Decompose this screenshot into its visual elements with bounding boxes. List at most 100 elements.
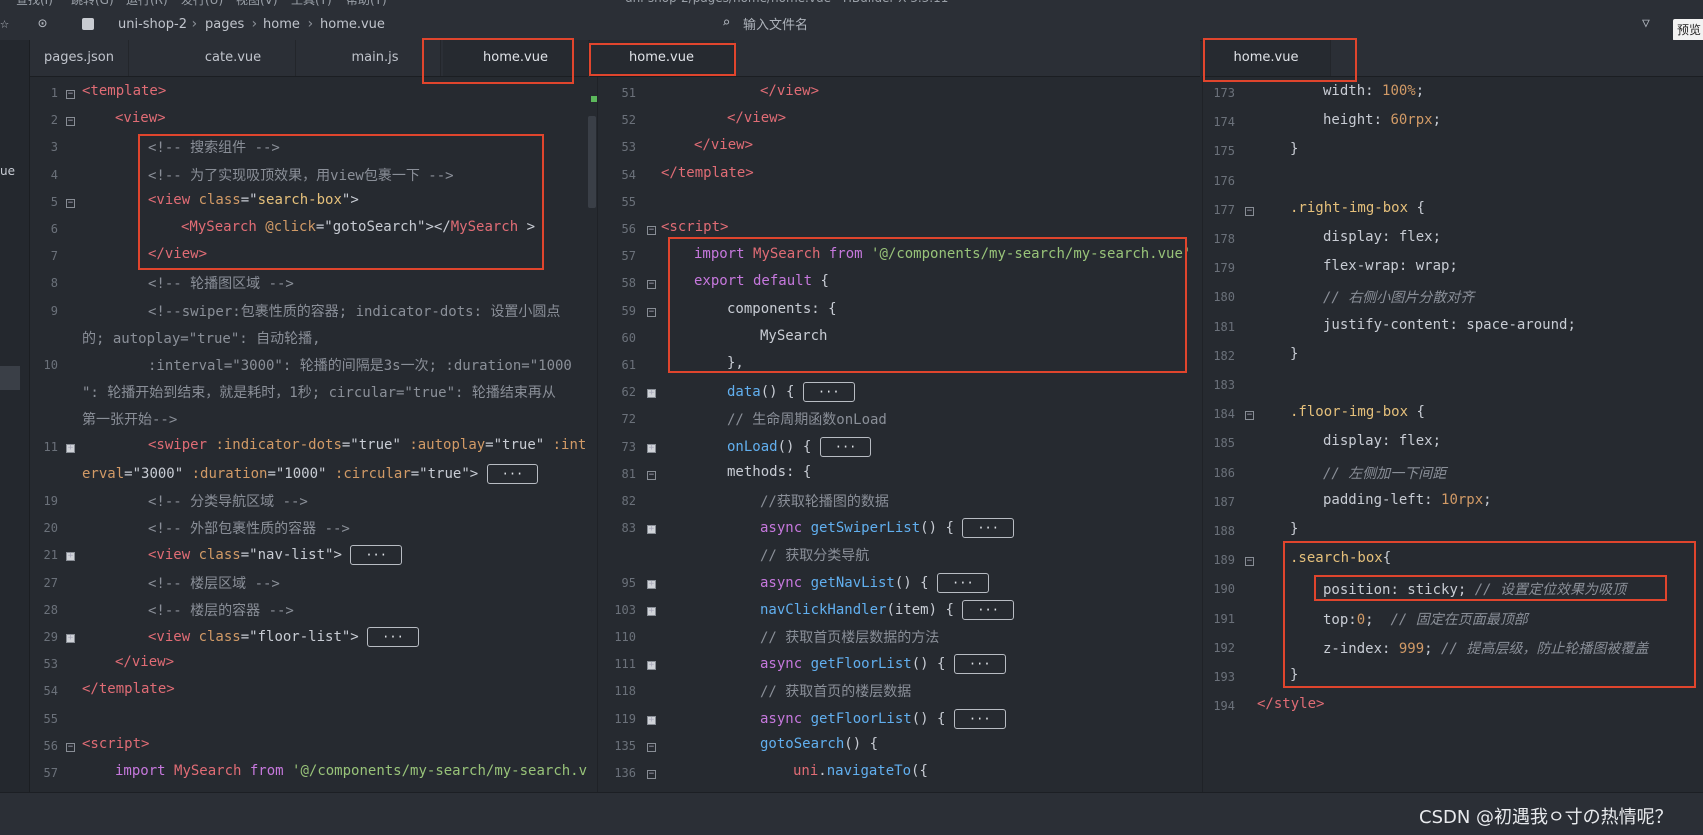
expand-icon[interactable]: +	[66, 633, 75, 643]
folded-code-button[interactable]: ···	[962, 599, 1014, 620]
code-line[interactable]: async getFloorList() { ···	[760, 654, 1006, 675]
code-line[interactable]: MySearch	[760, 328, 827, 344]
code-line[interactable]: async getNavList() { ···	[760, 572, 989, 593]
preview-button[interactable]: 预览	[1673, 19, 1703, 41]
code-line[interactable]: <template>	[82, 83, 166, 99]
folded-code-button[interactable]: ···	[367, 627, 419, 647]
file-name-input[interactable]: 输入文件名	[743, 18, 809, 33]
code-line[interactable]: </view>	[727, 110, 786, 126]
scrollbar-left[interactable]	[588, 116, 596, 208]
code-line[interactable]: // 获取首页楼层数据的方法	[760, 627, 939, 647]
collapse-icon[interactable]: −	[1245, 556, 1254, 567]
code-line[interactable]: padding-left: 10rpx;	[1323, 492, 1492, 508]
collapse-icon[interactable]: −	[647, 225, 656, 235]
collapse-icon[interactable]: −	[1245, 410, 1254, 421]
code-line[interactable]: //获取轮播图的数据	[760, 491, 889, 511]
folded-code-button[interactable]: ···	[802, 382, 855, 403]
code-line[interactable]: async getSwiperList() { ···	[760, 518, 1014, 539]
code-line[interactable]: <!--swiper:包裹性质的容器; indicator-dots: 设置小圆…	[148, 301, 560, 321]
menu-item[interactable]: 查找(I)	[16, 0, 53, 6]
code-line[interactable]: uni.navigateTo({	[793, 763, 928, 779]
folded-code-button[interactable]: ···	[953, 654, 1006, 675]
code-line[interactable]: </view>	[148, 246, 207, 262]
collapse-icon[interactable]: −	[647, 769, 656, 779]
code-line[interactable]: </style>	[1257, 696, 1324, 712]
code-line[interactable]: <script>	[661, 219, 728, 235]
code-line[interactable]: height: 60rpx;	[1323, 112, 1441, 128]
menu-item[interactable]: 发行(U)	[181, 0, 223, 6]
star-icon[interactable]: ☆	[0, 14, 10, 32]
code-line[interactable]: top:0; // 固定在页面最顶部	[1323, 609, 1528, 629]
code-line[interactable]: onLoad() { ···	[727, 436, 872, 457]
code-line[interactable]: 第一张开始-->	[82, 409, 177, 429]
tab-main-js[interactable]: main.js	[310, 40, 441, 76]
code-line[interactable]: // 生命周期函数onLoad	[727, 409, 887, 429]
code-line[interactable]: <!-- 外部包裹性质的容器 -->	[148, 518, 350, 538]
explorer-selected-row[interactable]	[0, 366, 20, 390]
editor-pane-left[interactable]: 1−<template>2−<view>3<!-- 搜索组件 -->4<!-- …	[30, 77, 588, 792]
code-line[interactable]: data() { ···	[727, 382, 855, 403]
code-line[interactable]: position: sticky; // 设置定位效果为吸顶	[1323, 579, 1626, 599]
code-line[interactable]: <!-- 楼层区域 -->	[148, 573, 280, 593]
code-line[interactable]: <script>	[82, 736, 149, 752]
code-line[interactable]: .right-img-box {	[1290, 200, 1425, 216]
code-line[interactable]: </view>	[115, 654, 174, 670]
collapse-icon[interactable]: −	[647, 279, 656, 290]
breadcrumb-project[interactable]: uni-shop-2	[118, 17, 187, 32]
collapse-icon[interactable]: −	[66, 197, 75, 208]
code-line[interactable]: </template>	[661, 165, 754, 181]
code-line[interactable]: ": 轮播开始到结束，就是耗时，1秒; circular="true": 轮播结…	[82, 382, 556, 402]
code-line[interactable]: methods: {	[727, 464, 811, 480]
code-line[interactable]: navClickHandler(item) { ···	[760, 599, 1014, 620]
tab-home-vue-right[interactable]: home.vue	[1202, 40, 1331, 76]
run-icon[interactable]: ⊙	[38, 14, 48, 32]
collapse-icon[interactable]: −	[66, 116, 75, 127]
menu-item[interactable]: 视图(V)	[236, 0, 278, 6]
code-line[interactable]: </view>	[694, 137, 753, 153]
code-line[interactable]: <swiper :indicator-dots="true" :autoplay…	[148, 437, 586, 453]
collapse-icon[interactable]: −	[66, 89, 75, 99]
expand-icon[interactable]: +	[647, 714, 656, 725]
code-line[interactable]: <!-- 搜索组件 -->	[148, 137, 280, 157]
breadcrumb-subfolder[interactable]: home	[263, 17, 300, 32]
expand-icon[interactable]: +	[66, 442, 75, 453]
expand-icon[interactable]: +	[647, 388, 656, 399]
tab-home-vue[interactable]: home.vue	[443, 40, 589, 76]
filter-icon[interactable]: ▽	[1642, 16, 1650, 31]
code-line[interactable]: }	[1290, 346, 1298, 362]
code-line[interactable]: .search-box{	[1290, 550, 1391, 566]
code-line[interactable]: // 左侧加一下间距	[1323, 463, 1446, 483]
expand-icon[interactable]: +	[647, 605, 656, 616]
menu-item[interactable]: 跳转(G)	[71, 0, 114, 6]
code-line[interactable]: // 右侧小图片分散对齐	[1323, 287, 1474, 307]
tab-pages-json[interactable]: pages.json	[30, 40, 129, 76]
code-line[interactable]: components: {	[727, 301, 837, 317]
code-line[interactable]: }	[1290, 521, 1298, 537]
code-line[interactable]: import MySearch from '@/components/my-se…	[115, 763, 587, 779]
folded-code-button[interactable]: ···	[486, 463, 539, 484]
menu-item[interactable]: 帮助(Y)	[346, 0, 387, 6]
code-line[interactable]: // 获取首页的楼层数据	[760, 681, 911, 701]
code-line[interactable]: <!-- 轮播图区域 -->	[148, 273, 294, 293]
folded-code-button[interactable]: ···	[350, 545, 402, 566]
code-line[interactable]: z-index: 999; // 提高层级，防止轮播图被覆盖	[1323, 638, 1648, 658]
code-line[interactable]: <view class="search-box">	[148, 192, 359, 208]
explorer-item-label[interactable]: ue	[0, 164, 15, 178]
code-line[interactable]: },	[727, 355, 744, 371]
code-line[interactable]: justify-content: space-around;	[1323, 317, 1576, 333]
code-line[interactable]: }	[1290, 141, 1298, 157]
expand-icon[interactable]: +	[647, 442, 656, 453]
code-line[interactable]: :interval="3000": 轮播的间隔是3s一次; :duration=…	[148, 355, 572, 375]
code-line[interactable]: flex-wrap: wrap;	[1323, 258, 1458, 274]
expand-icon[interactable]: +	[647, 660, 656, 671]
folded-code-button[interactable]: ···	[962, 518, 1014, 539]
code-line[interactable]: <view>	[115, 110, 166, 126]
menu-item[interactable]: 工具(T)	[291, 0, 332, 6]
code-line[interactable]: gotoSearch() {	[760, 736, 878, 752]
tab-home-vue-middle[interactable]: home.vue	[590, 40, 734, 76]
code-line[interactable]: <!-- 为了实现吸顶效果，用view包裹一下 -->	[148, 165, 454, 185]
code-line[interactable]: }	[1290, 667, 1298, 683]
code-line[interactable]: // 获取分类导航	[760, 545, 869, 565]
code-line[interactable]: async getFloorList() { ···	[760, 708, 1006, 729]
collapse-icon[interactable]: −	[1245, 205, 1254, 216]
